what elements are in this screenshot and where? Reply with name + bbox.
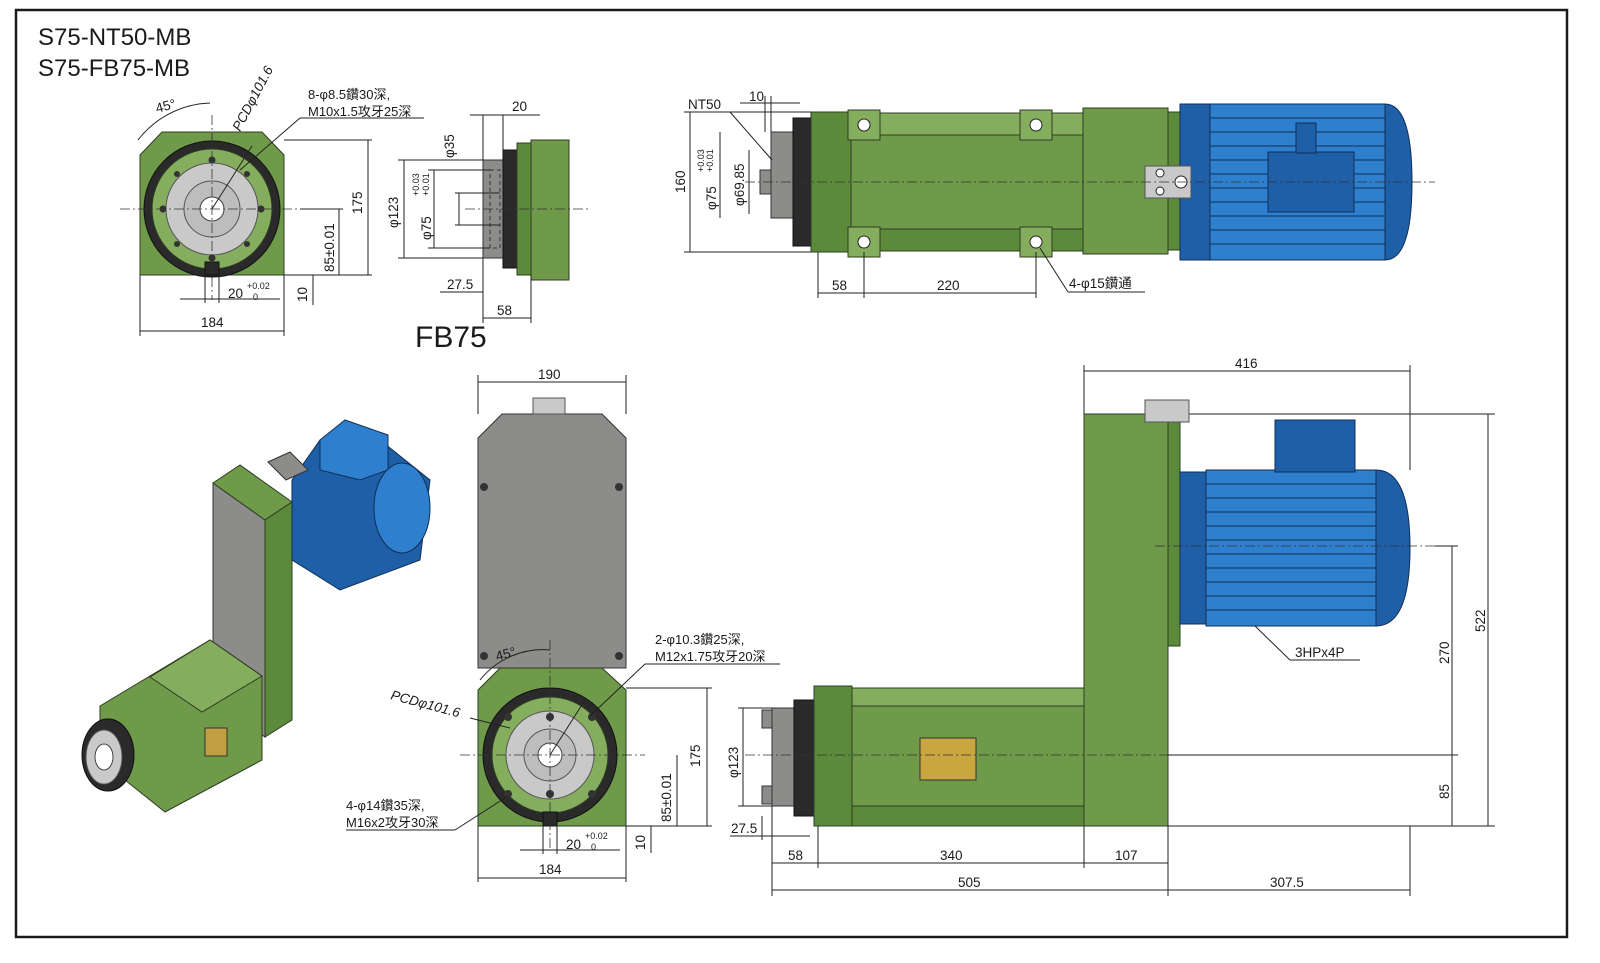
key-width-label: 20	[228, 286, 243, 301]
motor-spec: 3HPx4P	[1295, 645, 1345, 660]
side-d416: 416	[1235, 356, 1258, 371]
side-nameplate	[919, 737, 977, 781]
fb75-width-20: 20	[512, 99, 527, 114]
note-a-1: 2-φ10.3鑽25深,	[655, 632, 744, 647]
height-175-label: 175	[350, 191, 365, 214]
side-d58: 58	[788, 848, 803, 863]
upper-panel	[477, 413, 627, 669]
side-seal	[793, 699, 815, 817]
side-d27-5: 27.5	[731, 821, 757, 836]
nt50-d75-tol-upper: +0.03	[696, 149, 706, 172]
iso-front-col	[264, 501, 293, 738]
front-view-top	[120, 102, 302, 300]
key-tol-upper-2: +0.02	[585, 831, 608, 841]
note-b-2: M16x2攻牙30深	[346, 815, 438, 830]
mount-tab	[847, 109, 881, 141]
nt50-d69-85: φ69.85	[732, 163, 747, 206]
top-bracket	[532, 397, 566, 415]
side-motor-body	[1205, 469, 1377, 627]
vertical-column	[1083, 413, 1169, 827]
fb75-d58: 58	[497, 303, 512, 318]
nt50-d75: φ75	[704, 186, 719, 210]
nt50-d220: 220	[937, 278, 960, 293]
cable-gland	[1295, 122, 1317, 154]
iso-bracket	[267, 451, 309, 481]
sheet-border	[14, 8, 1569, 939]
mount-holes-note: 4-φ15鑽通	[1069, 276, 1132, 291]
iso-terminal-box	[319, 419, 389, 481]
side-d85: 85	[1437, 784, 1452, 799]
side-d505: 505	[958, 875, 981, 890]
fb75-side-view	[465, 139, 590, 281]
pcd-label: PCDφ101.6	[229, 63, 276, 133]
key-tol-lower-2: 0	[591, 842, 596, 852]
fb75-d27-5: 27.5	[447, 277, 473, 292]
side-d107: 107	[1115, 848, 1138, 863]
nt50-nose	[770, 131, 794, 219]
fb75-d75: φ75	[419, 216, 434, 240]
offset-10-label-2: 10	[633, 835, 648, 850]
side-d522: 522	[1473, 609, 1488, 632]
fb75-body	[530, 139, 570, 281]
pcd-label-2: PCDφ101.6	[389, 687, 462, 720]
model-title-1: S75-NT50-MB	[38, 24, 191, 51]
model-title-2: S75-FB75-MB	[38, 55, 190, 82]
isometric-view	[81, 419, 431, 813]
bottom-front-view	[460, 397, 645, 850]
fb75-d75-tol-upper: +0.03	[411, 173, 421, 196]
nt50-label: NT50	[688, 97, 721, 112]
side-nose	[771, 707, 795, 807]
width-184-label: 184	[201, 315, 224, 330]
holes-note-1: 8-φ8.5鑽30深,	[308, 87, 390, 102]
side-front-body	[813, 685, 853, 827]
nt50-d10: 10	[749, 89, 764, 104]
iso-nameplate	[204, 727, 228, 757]
side-fan-cover	[1375, 469, 1411, 627]
fb75-d35: φ35	[442, 134, 457, 158]
center-height-label: 85±0.01	[322, 223, 337, 272]
width-184-label-2: 184	[539, 862, 562, 877]
side-d340: 340	[940, 848, 963, 863]
note-a-2: M12x1.75攻牙20深	[655, 649, 766, 664]
note-b-1: 4-φ14鑽35深,	[346, 798, 425, 813]
nt50-d58: 58	[832, 278, 847, 293]
height-175-label-2: 175	[688, 744, 703, 767]
nt50-d75-tol-lower: +0.01	[705, 149, 715, 172]
center-height-label-2: 85±0.01	[659, 773, 674, 822]
nt50-side-view	[745, 103, 1435, 261]
bottom-side-view	[745, 399, 1435, 827]
side-d123: φ123	[726, 747, 741, 778]
fb75-d75-tol-lower: +0.01	[421, 173, 431, 196]
side-d307-5: 307.5	[1270, 875, 1304, 890]
fb75-label: FB75	[415, 321, 487, 354]
side-motor-flange	[1179, 471, 1207, 625]
angle-45-label-2: 45°	[494, 644, 518, 664]
fb75-d123: φ123	[386, 197, 401, 228]
offset-10-label: 10	[295, 287, 310, 302]
holes-note-2: M10x1.5攻牙25深	[308, 104, 411, 119]
key-tol-upper: +0.02	[247, 281, 270, 291]
side-d270: 270	[1437, 641, 1452, 664]
angle-45-label: 45°	[154, 96, 178, 116]
key-tol-lower: 0	[253, 292, 258, 302]
nt50-d160: 160	[673, 170, 688, 193]
key-width-label-2: 20	[566, 837, 581, 852]
side-terminal-box	[1274, 419, 1356, 473]
width-190-label: 190	[538, 367, 561, 382]
side-top-bracket	[1144, 399, 1190, 423]
